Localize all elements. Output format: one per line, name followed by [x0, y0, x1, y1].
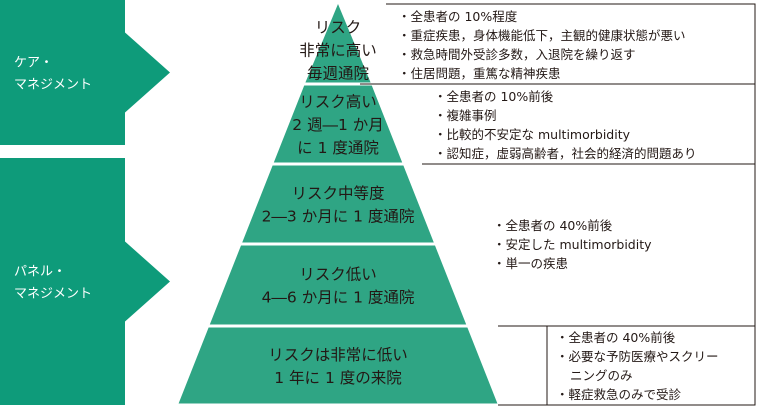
- note-item: ・全患者の 10%前後: [434, 89, 554, 104]
- pyramid-tier-1: [305, 4, 371, 83]
- note-item: ・救急時間外受診多数，入退院を繰り返す: [398, 47, 636, 62]
- pyramid-tier-5: [178, 327, 498, 404]
- pyramid-tier-label: リスクは非常に低い: [268, 346, 408, 364]
- pyramid-tier-label: リスク高い: [299, 93, 377, 111]
- note-item: ・比較的不安定な multimorbidity: [434, 127, 630, 142]
- pyramid-tier-label: 2―3 か月に 1 度通院: [262, 207, 415, 226]
- note-moderate-low-risk: ・全患者の 40%前後 ・安定した multimorbidity ・単一の疾患: [493, 216, 652, 273]
- pyramid-tier-label: 1 年に 1 度の来院: [274, 368, 402, 387]
- note-item: ・全患者の 10%程度: [398, 9, 518, 24]
- note-box-3-border: [446, 163, 756, 326]
- side-arrow-2: [0, 158, 170, 405]
- side-arrow-label: マネジメント: [14, 287, 92, 302]
- pyramid-tier-label: 非常に高い: [299, 41, 377, 59]
- note-item: ニングのみ: [570, 368, 633, 383]
- note-item: ・安定した multimorbidity: [493, 237, 652, 252]
- pyramid-tier-label: 4―6 か月に 1 度通院: [262, 288, 415, 307]
- note-very-low-risk: ・全患者の 40%前後 ・必要な予防医療やスクリー ニングのみ ・軽症救急のみで…: [556, 328, 719, 404]
- pyramid-tier-4: [209, 245, 467, 325]
- note-item: ・全患者の 40%前後: [493, 218, 613, 233]
- note-item: ・軽症救急のみで受診: [556, 387, 682, 402]
- pyramid-tier-2: [273, 85, 403, 163]
- note-item: ・必要な予防医療やスクリー: [556, 349, 719, 364]
- note-item: ・単一の疾患: [493, 256, 569, 271]
- pyramid-tier-3: [242, 165, 434, 243]
- pyramid-tier-label: リスク: [315, 18, 362, 36]
- side-arrow-label: パネル・: [14, 265, 66, 280]
- note-item: ・認知症，虚弱高齢者，社会的経済的問題あり: [434, 146, 697, 161]
- note-high-risk: ・全患者の 10%前後 ・複雑事例 ・比較的不安定な multimorbidit…: [434, 87, 697, 163]
- side-arrow-label: マネジメント: [14, 78, 92, 93]
- note-item: ・複雑事例: [434, 108, 497, 123]
- pyramid-tier-label: 2 週―1 か月: [292, 116, 384, 134]
- pyramid-tier-label: に 1 度通院: [297, 138, 379, 157]
- pyramid-tier-label: リスク中等度: [291, 185, 384, 203]
- note-item: ・全患者の 40%前後: [556, 330, 676, 345]
- pyramid-tier-label: リスク低い: [299, 266, 377, 284]
- note-very-high-risk: ・全患者の 10%程度 ・重症疾患，身体機能低下，主観的健康状態が悪い ・救急時…: [398, 7, 686, 83]
- note-box-4-border: [498, 325, 756, 406]
- note-item: ・住居問題，重篤な精神疾患: [398, 66, 561, 81]
- side-arrow-label: ケア・: [14, 56, 53, 71]
- note-item: ・重症疾患，身体機能低下，主観的健康状態が悪い: [398, 28, 686, 43]
- pyramid-tier-label: 毎週通院: [307, 63, 369, 82]
- side-arrow-1: [0, 0, 170, 145]
